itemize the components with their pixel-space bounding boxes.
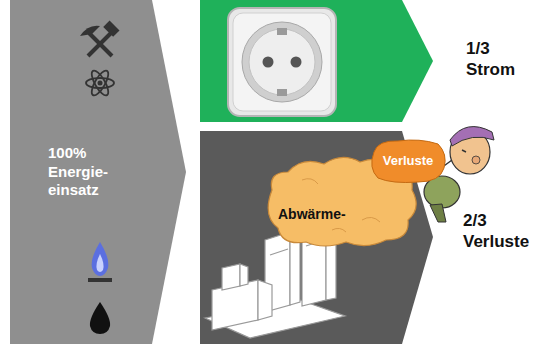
node-text: Verluste: [383, 153, 434, 169]
node-text: Abwärme-: [278, 206, 346, 224]
sack-texture: [302, 179, 380, 232]
socket-icon: [228, 8, 336, 116]
bundle-shape: [372, 140, 445, 183]
hammer-pick-icon: [80, 21, 119, 56]
electricity-arrow: [200, 0, 433, 122]
loss-bundle: Verluste: [368, 138, 448, 184]
energy-input-band: 100% Energie- einsatz: [10, 0, 188, 344]
share-label: 1/3 Strom: [466, 38, 528, 81]
band-shape: [10, 0, 186, 344]
oil-drop-icon: [90, 302, 110, 334]
loss-arrow: [200, 131, 433, 344]
share-label: 2/3 Verluste: [463, 210, 543, 253]
gas-flame-icon: [88, 242, 112, 282]
node-text: 100% Energie- einsatz: [48, 144, 126, 200]
sack-shape: [268, 157, 416, 246]
atom-icon: [86, 68, 114, 97]
